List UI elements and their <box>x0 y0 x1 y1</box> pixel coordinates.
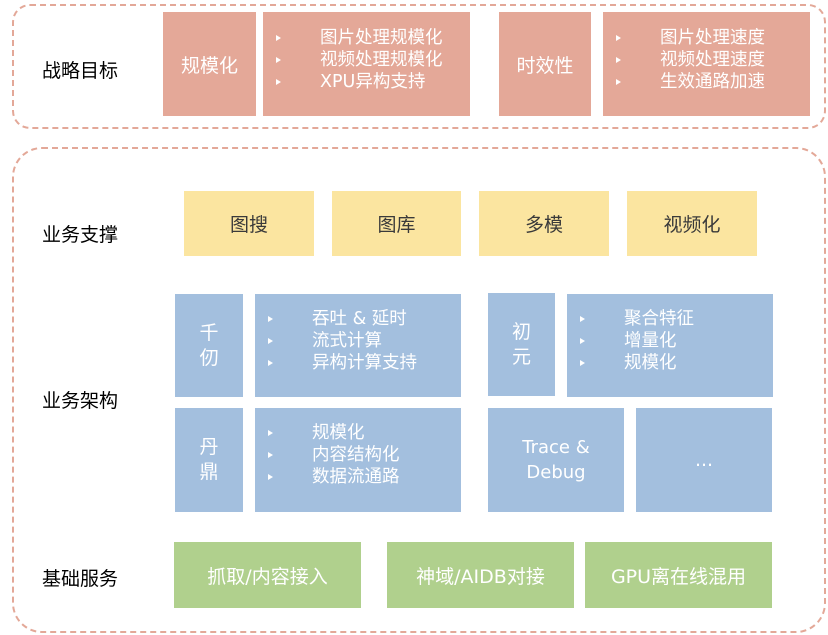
scale-list: 图片处理规模化 视频处理规模化 XPU异构支持 <box>263 12 470 116</box>
bullet-icon <box>268 430 273 436</box>
infra-label: 基础服务 <box>42 568 119 590</box>
qianren-char: 仞 <box>199 346 219 369</box>
chuyuan-item: 规模化 <box>624 353 677 373</box>
support-label: 视频化 <box>663 214 721 236</box>
danding-item: 数据流通路 <box>312 467 400 487</box>
infra-item: GPU离在线混用 <box>610 565 747 588</box>
bullet-icon <box>276 57 281 63</box>
qianren-list: 吞吐 & 延时 流式计算 异构计算支持 <box>255 294 461 397</box>
infra-item: 抓取/内容接入 <box>207 565 328 588</box>
main-frame <box>12 147 826 633</box>
chuyuan-box: 初 元 <box>488 293 555 396</box>
bullet-icon <box>580 338 585 344</box>
timeliness-label: 时效性 <box>516 54 574 77</box>
bullet-icon <box>616 57 621 63</box>
trace-debug-box: Trace & Debug <box>488 408 624 512</box>
timeliness-item: 生效通路加速 <box>660 72 765 92</box>
strategy-frame <box>12 4 826 129</box>
infra-box-ingest: 抓取/内容接入 <box>174 542 361 608</box>
bullet-icon <box>580 360 585 366</box>
danding-box: 丹 鼎 <box>175 408 243 512</box>
bullet-icon <box>268 452 273 458</box>
bullet-icon <box>268 338 273 344</box>
bullet-icon <box>580 316 585 322</box>
scale-item: 图片处理规模化 <box>320 28 443 48</box>
chuyuan-char: 元 <box>511 345 531 368</box>
timeliness-box: 时效性 <box>499 12 591 116</box>
support-box-multimodal: 多模 <box>479 191 609 256</box>
chuyuan-list: 聚合特征 增量化 规模化 <box>567 294 773 397</box>
infra-item: 神域/AIDB对接 <box>416 565 545 588</box>
support-box-image-search: 图搜 <box>184 191 314 256</box>
business-arch-label: 业务架构 <box>42 390 119 412</box>
qianren-box: 千 仞 <box>175 294 243 397</box>
qianren-item: 流式计算 <box>312 331 382 351</box>
chuyuan-item: 聚合特征 <box>624 309 694 329</box>
bullet-icon <box>268 474 273 480</box>
chuyuan-char: 初 <box>511 320 531 343</box>
qianren-item: 吞吐 & 延时 <box>312 309 407 329</box>
scale-item: XPU异构支持 <box>320 72 426 92</box>
bullet-icon <box>276 35 281 41</box>
support-label: 图搜 <box>229 214 268 236</box>
danding-char: 鼎 <box>199 461 219 483</box>
timeliness-list: 图片处理速度 视频处理速度 生效通路加速 <box>603 12 810 116</box>
danding-item: 规模化 <box>312 423 365 443</box>
infra-box-aidb: 神域/AIDB对接 <box>387 542 574 608</box>
danding-item: 内容结构化 <box>312 445 400 465</box>
trace-line: Trace & <box>522 437 590 458</box>
scale-label: 规模化 <box>180 54 238 77</box>
scale-item: 视频处理规模化 <box>320 50 443 70</box>
debug-line: Debug <box>526 462 586 483</box>
support-label: 图库 <box>377 214 416 236</box>
business-support-label: 业务支撑 <box>42 224 119 246</box>
bullet-icon <box>616 35 621 41</box>
bullet-icon <box>616 79 621 85</box>
timeliness-item: 图片处理速度 <box>660 28 765 48</box>
more-box: ... <box>636 408 772 512</box>
bullet-icon <box>276 79 281 85</box>
danding-char: 丹 <box>199 436 219 458</box>
more-ellipsis: ... <box>694 449 714 471</box>
scale-box: 规模化 <box>163 12 256 116</box>
qianren-item: 异构计算支持 <box>312 353 417 373</box>
timeliness-item: 视频处理速度 <box>660 50 765 70</box>
support-box-image-library: 图库 <box>332 191 461 256</box>
danding-list: 规模化 内容结构化 数据流通路 <box>255 408 461 512</box>
bullet-icon <box>268 316 273 322</box>
qianren-char: 千 <box>199 321 219 344</box>
support-label: 多模 <box>524 214 563 236</box>
bullet-icon <box>268 360 273 366</box>
strategy-label: 战略目标 <box>42 60 119 82</box>
infra-box-gpu: GPU离在线混用 <box>585 542 772 608</box>
support-box-video: 视频化 <box>627 191 757 256</box>
chuyuan-item: 增量化 <box>624 331 677 351</box>
